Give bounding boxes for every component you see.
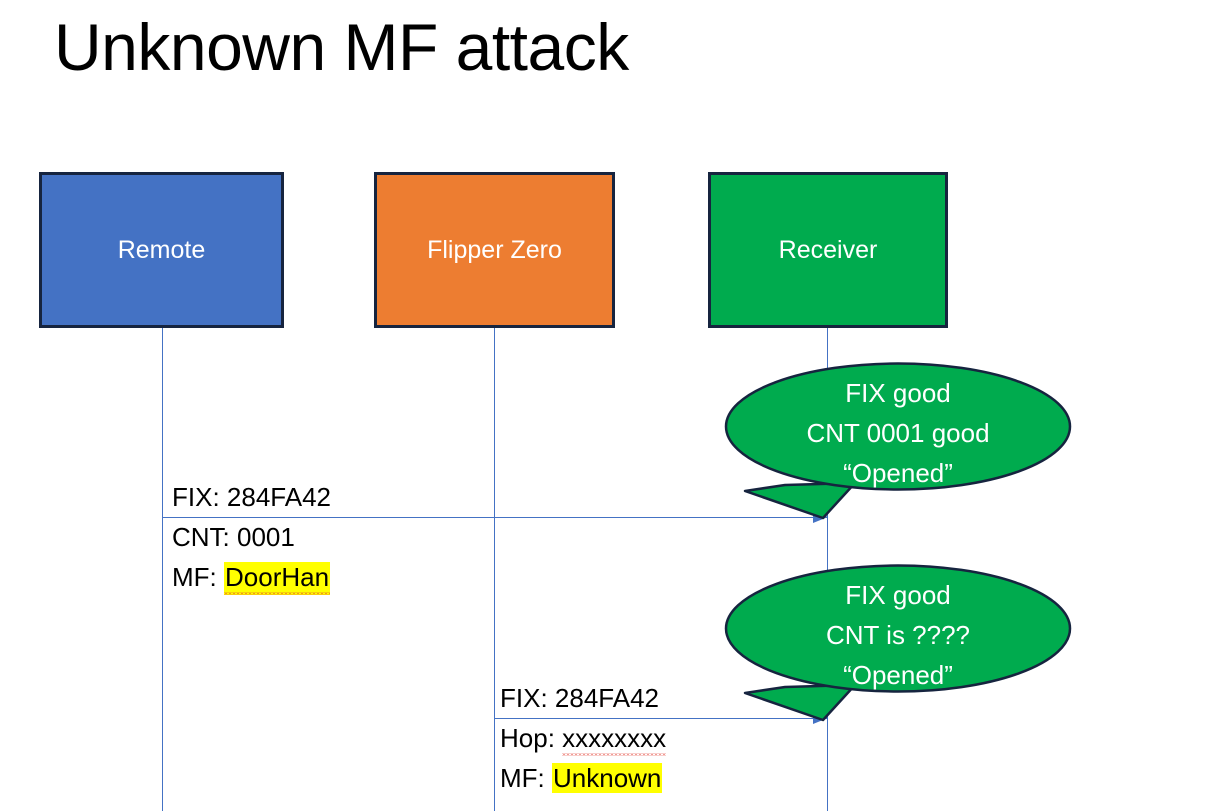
hop-prefix-2: Hop: (500, 723, 563, 753)
message-label-mf-1: MF: DoorHan (172, 557, 330, 597)
speech-bubble-shape-1 (724, 362, 1072, 520)
mf-prefix-1: MF: (172, 562, 224, 592)
actor-label-remote: Remote (117, 236, 206, 264)
mf-prefix-2: MF: (500, 763, 552, 793)
actor-box-flipper[interactable]: Flipper Zero (374, 172, 615, 328)
message-label-block-2: Hop: xxxxxxxx MF: Unknown (500, 718, 667, 798)
hop-value-xxxxxxxx: xxxxxxxx (562, 723, 667, 756)
speech-bubble-receiver-2: FIX good CNT is ???? “Opened” (724, 564, 1072, 725)
message-label-fix-1: FIX: 284FA42 (172, 482, 331, 512)
lifeline-remote (162, 328, 163, 811)
actor-box-remote[interactable]: Remote (39, 172, 284, 328)
message-label-block-1: CNT: 0001 MF: DoorHan (172, 517, 330, 597)
actor-label-flipper: Flipper Zero (427, 236, 562, 264)
mf-value-unknown: Unknown (552, 763, 663, 793)
actor-box-receiver[interactable]: Receiver (708, 172, 948, 328)
lifeline-receiver (827, 328, 828, 811)
message-label-fix-2: FIX: 284FA42 (500, 683, 659, 713)
actor-label-receiver: Receiver (778, 236, 878, 264)
message-label-hop-2: Hop: xxxxxxxx (500, 718, 667, 758)
page-title: Unknown MF attack (54, 10, 629, 84)
speech-bubble-shape-2 (724, 564, 1072, 722)
message-label-mf-2: MF: Unknown (500, 758, 666, 798)
message-label-cnt-1: CNT: 0001 (172, 522, 295, 552)
lifeline-flipper (494, 328, 495, 811)
mf-value-doorhan: DoorHan (224, 562, 330, 595)
speech-bubble-receiver-1: FIX good CNT 0001 good “Opened” (724, 362, 1072, 523)
